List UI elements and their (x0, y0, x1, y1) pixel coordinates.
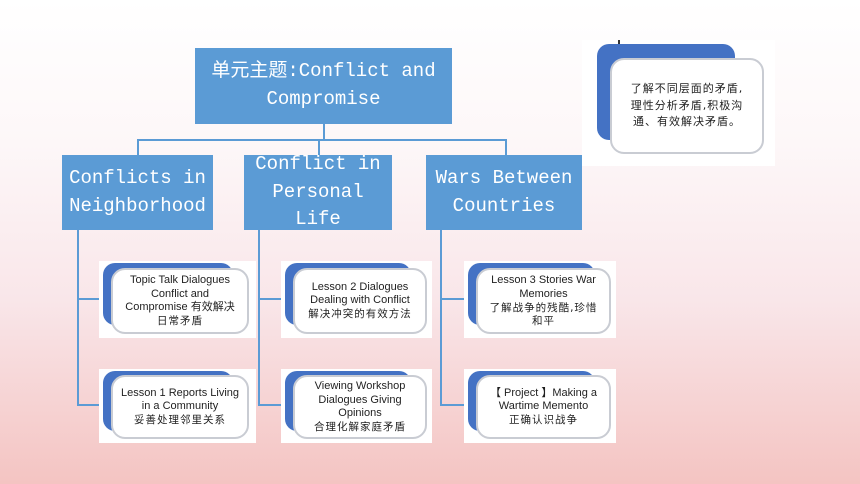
card-text-cn: 解决冲突的有效方法 (308, 308, 412, 321)
branch-box-neighborhood: Conflicts in Neighborhood (62, 155, 213, 230)
lesson-card-topic-talk: Topic Talk Dialogues Conflict and Compro… (99, 261, 256, 338)
card-text-en: Wartime Memento (498, 400, 589, 413)
branch-box-wars: Wars Between Countries (426, 155, 582, 230)
branch-label-line1: Conflicts in (69, 166, 206, 189)
branch1-elbow-1 (77, 298, 99, 300)
root-topic-line2: Compromise (266, 88, 381, 110)
branch3-drop (505, 139, 507, 155)
card-text-en: Topic Talk Dialogues (129, 273, 231, 286)
root-connector (323, 124, 325, 140)
branch1-stem (77, 230, 79, 405)
card-text-en: Dealing with Conflict (310, 294, 410, 307)
card-text-cn: 日常矛盾 (157, 315, 203, 328)
card-text-en: in a Community (141, 400, 219, 413)
card-text-en: Conflict and (150, 287, 210, 300)
card-text-en: Lesson 3 Stories War (491, 274, 596, 287)
branch-label-line2: Countries (452, 194, 556, 217)
branch-label-line2: Personal Life (272, 180, 364, 231)
branch-bus (137, 139, 507, 141)
card-text-en: Lesson 1 Reports Living (121, 386, 240, 399)
card-text-cn: 妥善处理邻里关系 (134, 414, 226, 427)
branch2-stem (258, 230, 260, 405)
lesson-card-lesson2: Lesson 2 Dialogues Dealing with Conflict… (281, 261, 432, 338)
branch-label-line1: Conflict in (255, 153, 381, 176)
card-text-en: 【 Project 】Making a (490, 386, 597, 399)
card-text-cn: 了解战争的残酷,珍惜 (489, 301, 598, 314)
card-text-en: Memories (519, 287, 568, 300)
goal-note-card: 了解不同层面的矛盾, 理性分析矛盾,积极沟 通、有效解决矛盾。 (582, 40, 775, 166)
branch-label-line1: Wars Between (435, 166, 573, 189)
note-text-line: 理性分析矛盾,积极沟 (630, 98, 744, 112)
card-text-en: Viewing Workshop (314, 379, 406, 392)
branch3-stem (440, 230, 442, 405)
branch-label-line2: Neighborhood (69, 194, 206, 217)
card-text-en: Dialogues Giving (318, 393, 402, 406)
branch3-elbow-2 (440, 404, 465, 406)
root-topic-line1: 单元主题:Conflict and (211, 60, 436, 83)
branch1-drop (137, 139, 139, 155)
root-topic-box: 单元主题:Conflict and Compromise (195, 48, 452, 124)
card-text-en: Opinions (338, 407, 382, 420)
lesson-card-project: 【 Project 】Making a Wartime Memento 正确认识… (464, 369, 616, 443)
branch-box-personal-life: Conflict in Personal Life (244, 153, 392, 230)
note-text-line: 通、有效解决矛盾。 (633, 115, 741, 129)
card-text-cn: 正确认识战争 (509, 414, 578, 427)
card-text-cn: 合理化解家庭矛盾 (314, 421, 406, 434)
branch1-elbow-2 (77, 404, 99, 406)
branch2-drop (318, 139, 320, 155)
lesson-card-lesson1: Lesson 1 Reports Living in a Community 妥… (99, 369, 256, 443)
card-text-en: Lesson 2 Dialogues (311, 280, 409, 293)
branch2-elbow-2 (258, 404, 282, 406)
branch2-elbow-1 (258, 298, 282, 300)
card-text-cn: 和平 (532, 314, 555, 327)
branch3-elbow-1 (440, 298, 465, 300)
note-text-line: 了解不同层面的矛盾, (630, 82, 744, 96)
card-text-en: Compromise 有效解决 (125, 301, 235, 314)
lesson-card-lesson3: Lesson 3 Stories War Memories 了解战争的残酷,珍惜… (464, 261, 616, 338)
lesson-card-viewing-workshop: Viewing Workshop Dialogues Giving Opinio… (281, 369, 432, 443)
